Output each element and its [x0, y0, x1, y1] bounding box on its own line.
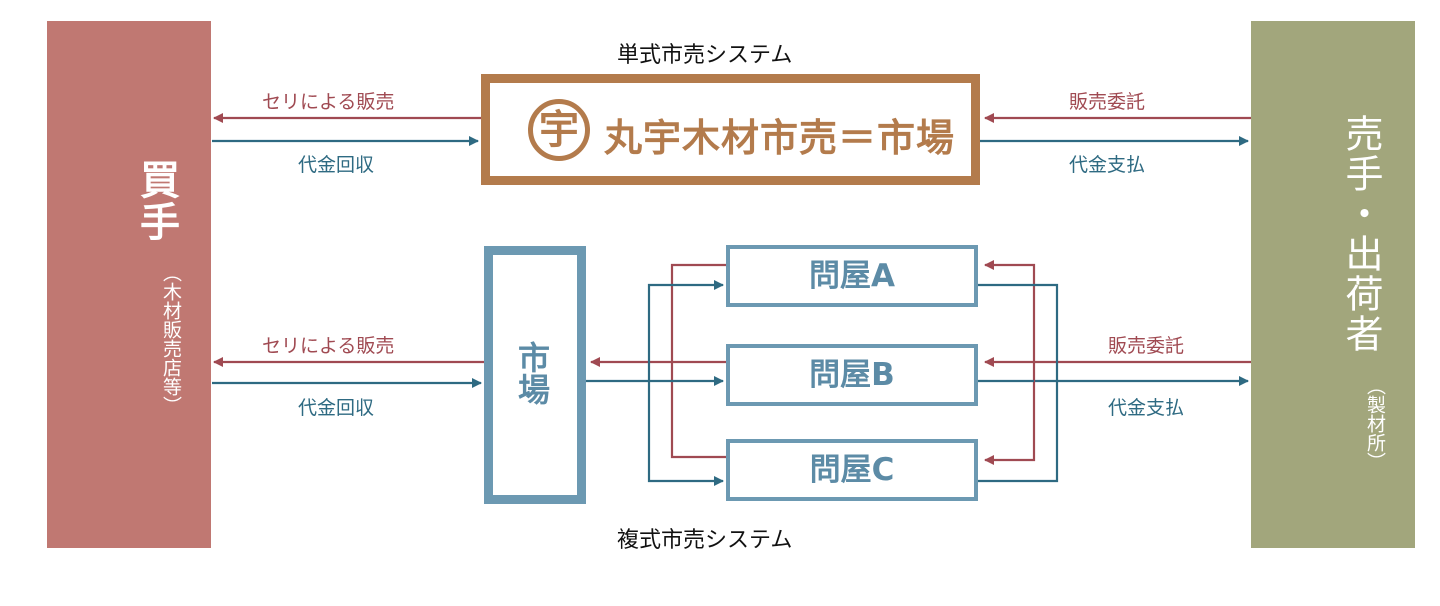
consign-to-wholesaler-c: [984, 362, 1036, 465]
single-market-box: 宇 丸宇木材市売＝市場: [481, 74, 980, 185]
consign-to-wholesaler-a: [984, 260, 1036, 362]
single-consign-label: 販売委託: [1069, 91, 1146, 113]
seller-title: 売手・出荷者: [1339, 114, 1383, 354]
market-to-wholesaler-a: [647, 280, 724, 381]
multi-collect-label: 代金回収: [298, 397, 375, 419]
multi-sale-label: セリによる販売: [262, 335, 395, 357]
wholesaler-a-payment: [978, 283, 1059, 381]
maruu-logo-icon: 宇: [528, 99, 590, 161]
single-collect-label: 代金回収: [298, 154, 375, 176]
single-system-caption: 単式市売システム: [617, 43, 793, 68]
seller-subtitle: （製材所）: [1364, 376, 1386, 471]
buyer-title: 買手: [133, 159, 179, 243]
wholesaler-c-payment: [978, 381, 1059, 483]
buyer-subtitle: （木材販売店等）: [160, 263, 182, 415]
wholesaler-a: 問屋A: [726, 245, 978, 307]
single-market-name: 丸宇木材市売＝市場: [604, 116, 956, 160]
wholesaler-c: 問屋C: [726, 439, 978, 501]
single-pay-label: 代金支払: [1069, 154, 1146, 176]
single-sale-label: セリによる販売: [262, 91, 395, 113]
multi-system-caption: 複式市売システム: [617, 528, 793, 553]
seller-column: 売手・出荷者 （製材所）: [1251, 21, 1415, 548]
multi-pay-label: 代金支払: [1108, 397, 1185, 419]
multi-consign-label: 販売委託: [1108, 335, 1185, 357]
multi-market-label: 市場: [513, 341, 551, 405]
buyer-column: 買手 （木材販売店等）: [47, 21, 211, 548]
market-to-wholesaler-c: [647, 381, 724, 486]
multi-market-box: 市場: [484, 246, 586, 504]
wholesaler-b: 問屋B: [726, 344, 978, 406]
